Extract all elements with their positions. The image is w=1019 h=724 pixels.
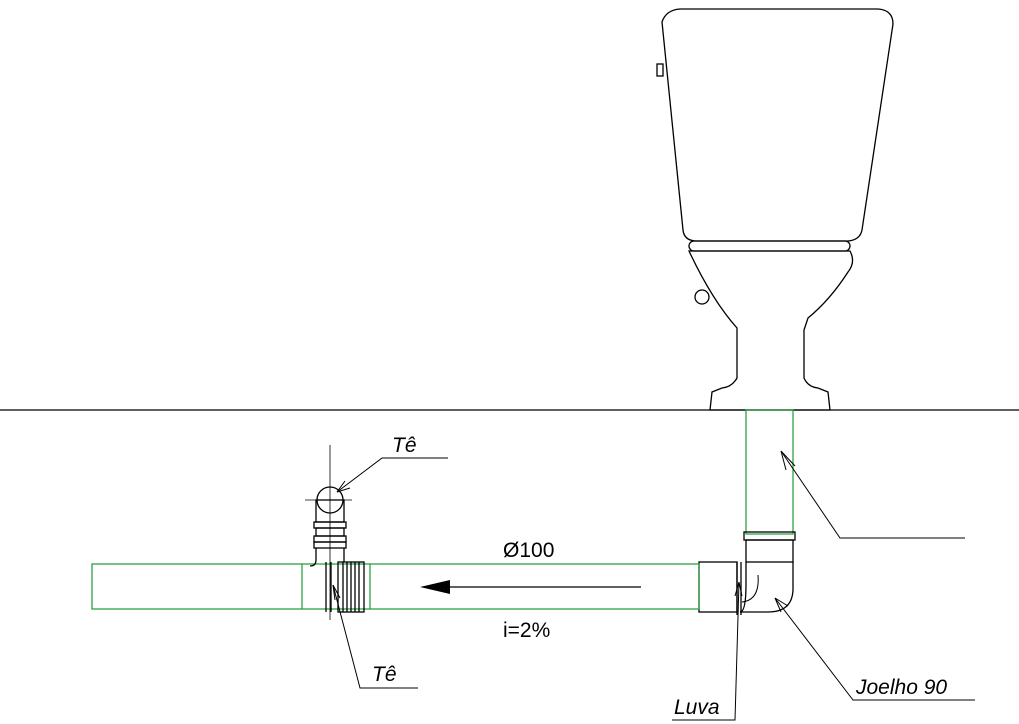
toilet-tank bbox=[661, 8, 894, 242]
label-coupling: Luva bbox=[674, 696, 720, 719]
label-tee-bottom: Tê bbox=[372, 663, 397, 686]
label-slope: i=2% bbox=[503, 619, 550, 642]
toilet-seat bbox=[688, 240, 851, 252]
label-diameter: Ø100 bbox=[503, 539, 554, 562]
toilet bbox=[656, 8, 894, 411]
tee-fitting bbox=[309, 499, 365, 613]
leader-tee-top bbox=[336, 457, 448, 493]
leader-tee-bottom-tick bbox=[332, 584, 341, 601]
leader-vertical-pipe bbox=[780, 450, 965, 539]
leader-elbow-tick bbox=[774, 597, 789, 613]
vertical-pipe bbox=[745, 409, 794, 535]
leader-coupling-tick bbox=[734, 581, 743, 597]
label-tee-top: Tê bbox=[392, 434, 417, 457]
coupling bbox=[698, 561, 738, 613]
leader-vertical-pipe-tick bbox=[780, 450, 796, 471]
leader-tee-top-tick bbox=[336, 480, 351, 493]
label-elbow: Joelho 90 bbox=[855, 676, 947, 699]
bowl-bolt bbox=[694, 289, 710, 305]
leader-elbow bbox=[774, 597, 975, 701]
flush-lever bbox=[656, 63, 664, 77]
leader-tee-bottom bbox=[332, 584, 418, 689]
horizontal-pipe bbox=[91, 563, 700, 610]
elbow-90 bbox=[736, 531, 796, 615]
toilet-bowl bbox=[687, 250, 854, 411]
flow-arrow-head bbox=[420, 580, 450, 594]
leader-coupling bbox=[672, 581, 740, 721]
